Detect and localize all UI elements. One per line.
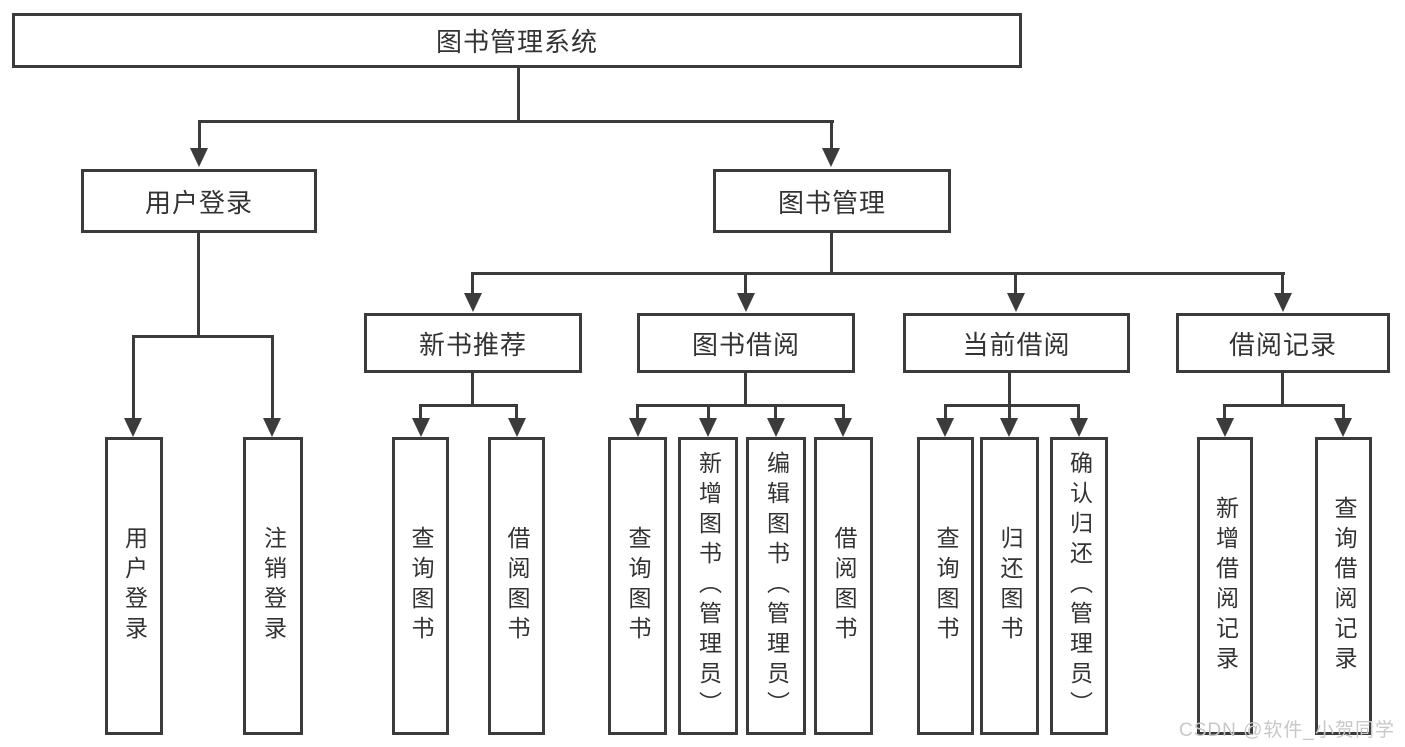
node-book-borrowing: 图书借阅 bbox=[637, 313, 855, 373]
leaf-logout-label: 注销登录 bbox=[260, 526, 287, 646]
node-book-management: 图书管理 bbox=[713, 169, 951, 233]
arrow-down-icon bbox=[1000, 418, 1018, 437]
arrow-down-icon bbox=[822, 148, 840, 167]
arrow-down-icon bbox=[737, 293, 755, 312]
node-borrowing-records-label: 借阅记录 bbox=[1228, 329, 1337, 360]
connector-line bbox=[636, 404, 639, 420]
leaf-user-login: 用户登录 bbox=[105, 437, 163, 735]
connector-line bbox=[471, 373, 474, 406]
leaf-br-query-record: 查询借阅记录 bbox=[1315, 437, 1372, 735]
connector-line bbox=[1223, 404, 1226, 420]
arrow-down-icon bbox=[1334, 418, 1352, 437]
leaf-nb-borrow-book: 借阅图书 bbox=[488, 437, 545, 735]
connector-line bbox=[636, 404, 845, 407]
connector-line bbox=[774, 404, 777, 420]
connector-line bbox=[744, 272, 747, 295]
leaf-cb-query-book-label: 查询图书 bbox=[933, 526, 959, 646]
leaf-nb-borrow-book-label: 借阅图书 bbox=[504, 526, 530, 646]
arrow-down-icon bbox=[124, 418, 142, 437]
leaf-nb-query-book-label: 查询图书 bbox=[408, 526, 434, 646]
connector-line bbox=[197, 233, 200, 335]
connector-line bbox=[744, 373, 747, 406]
connector-line bbox=[132, 335, 274, 338]
arrow-down-icon bbox=[834, 418, 852, 437]
arrow-down-icon bbox=[464, 293, 482, 312]
leaf-cb-confirm-return-label: 确认归还（管理员） bbox=[1066, 451, 1093, 721]
node-new-book-recommend-label: 新书推荐 bbox=[418, 329, 527, 360]
arrow-down-icon bbox=[1070, 418, 1088, 437]
arrow-down-icon bbox=[629, 418, 647, 437]
connector-line bbox=[1014, 272, 1017, 295]
leaf-bb-add-book: 新增图书（管理员） bbox=[678, 437, 738, 735]
leaf-br-add-record: 新增借阅记录 bbox=[1197, 437, 1253, 735]
connector-line bbox=[471, 272, 1285, 275]
arrow-down-icon bbox=[190, 148, 208, 167]
connector-line bbox=[419, 404, 518, 407]
connector-line bbox=[842, 404, 845, 420]
node-borrowing-records: 借阅记录 bbox=[1176, 313, 1390, 373]
leaf-bb-borrow-book-label: 借阅图书 bbox=[831, 526, 857, 646]
connector-line bbox=[517, 68, 520, 123]
watermark-text: CSDN @软件_小贺同学 bbox=[1179, 720, 1395, 741]
leaf-bb-edit-book-label: 编辑图书（管理员） bbox=[763, 451, 790, 721]
leaf-cb-return-book-label: 归还图书 bbox=[997, 526, 1023, 646]
leaf-bb-query-book: 查询图书 bbox=[608, 437, 667, 735]
leaf-cb-return-book: 归还图书 bbox=[980, 437, 1039, 735]
arrow-down-icon bbox=[263, 418, 281, 437]
leaf-bb-add-book-label: 新增图书（管理员） bbox=[695, 451, 722, 721]
connector-line bbox=[198, 120, 834, 123]
node-user-login-label: 用户登录 bbox=[144, 187, 253, 218]
leaf-logout: 注销登录 bbox=[243, 437, 303, 735]
arrow-down-icon bbox=[412, 418, 430, 437]
connector-line bbox=[1281, 272, 1284, 295]
arrow-down-icon bbox=[1007, 293, 1025, 312]
leaf-br-add-record-label: 新增借阅记录 bbox=[1212, 496, 1239, 676]
leaf-user-login-label: 用户登录 bbox=[121, 526, 148, 646]
connector-line bbox=[132, 335, 135, 420]
node-book-management-label: 图书管理 bbox=[777, 187, 886, 218]
node-book-borrowing-label: 图书借阅 bbox=[691, 329, 800, 360]
leaf-nb-query-book: 查询图书 bbox=[392, 437, 449, 735]
connector-line bbox=[1281, 373, 1284, 406]
connector-line bbox=[1008, 404, 1011, 420]
connector-line bbox=[271, 335, 274, 420]
connector-line bbox=[198, 120, 201, 150]
connector-line bbox=[830, 233, 833, 274]
node-user-login: 用户登录 bbox=[81, 169, 317, 233]
leaf-bb-edit-book: 编辑图书（管理员） bbox=[746, 437, 806, 735]
connector-line bbox=[419, 404, 422, 420]
arrow-down-icon bbox=[1274, 293, 1292, 312]
arrow-down-icon bbox=[936, 418, 954, 437]
node-root: 图书管理系统 bbox=[12, 13, 1022, 68]
leaf-br-query-record-label: 查询借阅记录 bbox=[1331, 496, 1357, 676]
connector-line bbox=[1224, 404, 1345, 407]
arrow-down-icon bbox=[767, 418, 785, 437]
connector-line bbox=[515, 404, 518, 420]
connector-line bbox=[944, 404, 1080, 407]
node-current-borrowing: 当前借阅 bbox=[903, 313, 1130, 373]
connector-line bbox=[1342, 404, 1345, 420]
connector-line bbox=[471, 272, 474, 295]
connector-line bbox=[830, 120, 833, 150]
arrow-down-icon bbox=[699, 418, 717, 437]
arrow-down-icon bbox=[508, 418, 526, 437]
leaf-bb-borrow-book: 借阅图书 bbox=[814, 437, 873, 735]
arrow-down-icon bbox=[1216, 418, 1234, 437]
leaf-bb-query-book-label: 查询图书 bbox=[625, 526, 651, 646]
node-new-book-recommend: 新书推荐 bbox=[364, 313, 582, 373]
connector-line bbox=[944, 404, 947, 420]
connector-line bbox=[1077, 404, 1080, 420]
leaf-cb-confirm-return: 确认归还（管理员） bbox=[1050, 437, 1108, 735]
connector-line bbox=[1008, 373, 1011, 406]
leaf-cb-query-book: 查询图书 bbox=[917, 437, 974, 735]
connector-line bbox=[707, 404, 710, 420]
node-current-borrowing-label: 当前借阅 bbox=[962, 329, 1071, 360]
node-root-label: 图书管理系统 bbox=[435, 27, 598, 57]
